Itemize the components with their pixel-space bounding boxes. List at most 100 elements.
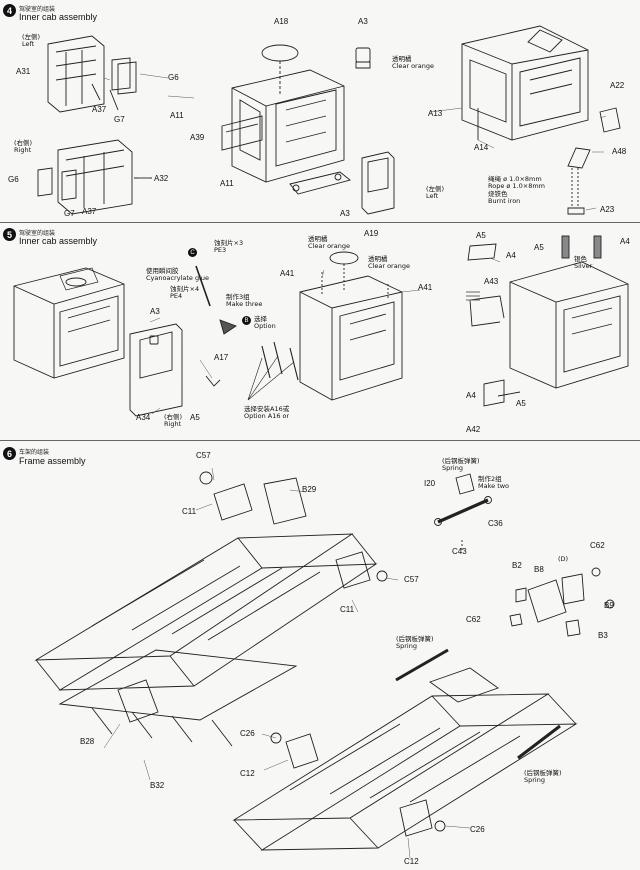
part-label: A13 bbox=[428, 109, 443, 118]
frame-upper-rail-a bbox=[34, 533, 354, 661]
part-label: A3 bbox=[358, 17, 368, 26]
left-note-2: (左侧)Left bbox=[426, 185, 445, 201]
cab-door-left bbox=[361, 151, 395, 215]
right-note: (右侧)Right bbox=[14, 139, 33, 155]
part-label: C26 bbox=[470, 825, 485, 834]
part-label: G6 bbox=[168, 73, 179, 82]
step-title-cn: 车架的组装 bbox=[19, 449, 50, 456]
part-label: A42 bbox=[466, 425, 481, 434]
part-label: A37 bbox=[82, 207, 97, 216]
spring-assembly-c36 bbox=[437, 498, 489, 524]
part-label: A41 bbox=[418, 283, 433, 292]
roof-hatch-a18 bbox=[261, 44, 299, 62]
part-label: A4 bbox=[466, 391, 476, 400]
step-title: Inner cab assembly bbox=[19, 236, 98, 246]
cab-assembled-right bbox=[509, 261, 629, 389]
part-label: C11 bbox=[340, 605, 355, 614]
part-label: C62 bbox=[590, 541, 605, 550]
part-label: A31 bbox=[16, 67, 31, 76]
part-label: A11 bbox=[220, 179, 234, 188]
part-label: C36 bbox=[488, 519, 503, 528]
crossmember-b28 bbox=[117, 679, 159, 723]
part-label: C12 bbox=[240, 769, 255, 778]
part-label: A39 bbox=[190, 133, 205, 142]
bracket-b29 bbox=[213, 477, 307, 525]
part-label: A5 bbox=[516, 399, 526, 408]
window-glass-g6-bottom bbox=[37, 167, 77, 201]
inner-cab-right bbox=[461, 25, 589, 141]
spring-note-2: (后钢板弹簧)Spring bbox=[396, 635, 434, 651]
window-glass-g6-top bbox=[111, 57, 137, 95]
part-label: C43 bbox=[452, 547, 467, 556]
part-label: A5 bbox=[190, 413, 200, 422]
part-label: B8 bbox=[534, 565, 544, 574]
cab-side-panel-left bbox=[47, 35, 105, 113]
door-right bbox=[129, 323, 183, 417]
part-label: A5 bbox=[476, 231, 486, 240]
step-title: Inner cab assembly bbox=[19, 12, 98, 22]
part-label: A23 bbox=[600, 205, 615, 214]
part-label: A32 bbox=[154, 174, 169, 183]
part-label: C57 bbox=[196, 451, 211, 460]
light-a3 bbox=[355, 47, 371, 63]
circle-b-marker: B bbox=[242, 316, 251, 325]
frame-upper-rail-b bbox=[58, 563, 378, 691]
frame-upper-floor bbox=[58, 649, 298, 721]
part-label: C12 bbox=[404, 857, 419, 866]
part-label: C11 bbox=[182, 507, 197, 516]
part-label: B29 bbox=[302, 485, 317, 494]
step-title-cn: 驾驶室的组装 bbox=[19, 6, 56, 13]
circle-d-marker: (D) bbox=[558, 555, 569, 563]
part-label: A4 bbox=[506, 251, 516, 260]
part-label: C62 bbox=[466, 615, 481, 624]
step-title: Frame assembly bbox=[19, 456, 86, 466]
part-label: A14 bbox=[474, 143, 489, 152]
spring-leaf-upper bbox=[395, 648, 449, 682]
part-label: A5 bbox=[534, 243, 544, 252]
part-label: G6 bbox=[8, 175, 19, 184]
step-number-badge: 5 bbox=[3, 228, 16, 241]
silver-part-a4 bbox=[593, 235, 602, 259]
mirror-a22 bbox=[599, 107, 621, 133]
step-number-badge: 6 bbox=[3, 447, 16, 460]
section-divider-2 bbox=[0, 440, 640, 441]
part-label: C26 bbox=[240, 729, 255, 738]
inner-cab-center bbox=[231, 69, 345, 183]
silver-part-a5 bbox=[561, 235, 570, 259]
part-label: A43 bbox=[484, 277, 499, 286]
left-note: (左侧)Left bbox=[22, 33, 41, 49]
step-title-cn: 驾驶室的组装 bbox=[19, 230, 56, 237]
circle-c-marker: C bbox=[188, 248, 197, 257]
part-label: A11 bbox=[170, 111, 184, 120]
tow-cable-a23 bbox=[567, 207, 585, 215]
spring-leaf-right bbox=[517, 724, 561, 760]
cab-side-panel-right bbox=[57, 139, 133, 215]
spring-hanger-b8 bbox=[527, 579, 567, 623]
part-label: C57 bbox=[404, 575, 419, 584]
part-label: A4 bbox=[620, 237, 630, 246]
part-label: G7 bbox=[114, 115, 125, 124]
part-label: A48 bbox=[612, 147, 627, 156]
frame-lower-rail-b bbox=[260, 723, 578, 851]
part-label: B2 bbox=[512, 561, 522, 570]
part-label: G7 bbox=[64, 209, 75, 218]
part-label: A37 bbox=[92, 105, 107, 114]
spring-note-3: (后钢板弹簧)Spring bbox=[524, 769, 562, 785]
step-number-badge: 4 bbox=[3, 4, 16, 17]
part-label: A19 bbox=[364, 229, 379, 238]
part-label: I20 bbox=[424, 479, 436, 488]
part-label: B28 bbox=[80, 737, 95, 746]
part-label: B9 bbox=[604, 601, 614, 610]
